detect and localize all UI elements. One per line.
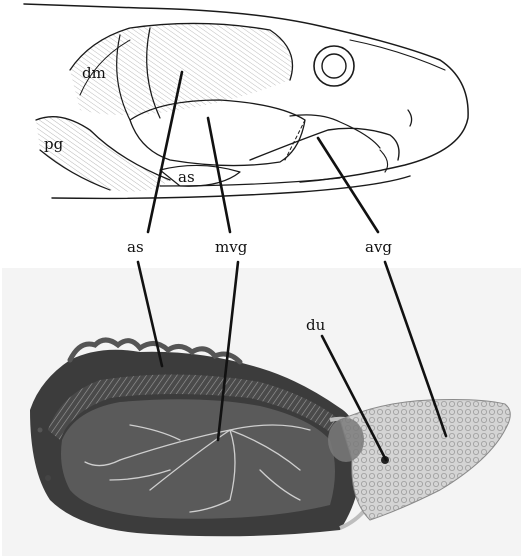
label-avg: avg (365, 238, 392, 256)
label-du: du (306, 316, 326, 334)
label-mvg: mvg (215, 238, 248, 256)
label-as: as (127, 238, 144, 256)
head-drawing: dm pg as (24, 4, 468, 198)
label-as-drawing: as (178, 168, 195, 186)
label-dm: dm (82, 64, 106, 82)
label-pg: pg (44, 135, 64, 153)
histology-section (2, 268, 521, 556)
